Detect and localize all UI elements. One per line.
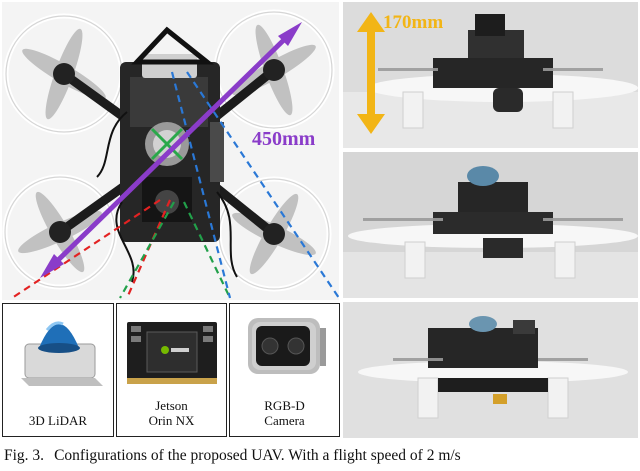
- sensor-label-camera: RGB-D Camera: [264, 398, 305, 428]
- sensor-label-jetson: Jetson Orin NX: [148, 398, 195, 428]
- drone-side-view-illustration-2: [343, 152, 638, 298]
- figure: 450mm 3D LiDAR Jetson Orin NX: [2, 2, 638, 438]
- lidar-icon: [21, 321, 103, 386]
- drone-side-view-photo-1: 170mm: [343, 2, 638, 148]
- height-dimension-label: 170mm: [383, 12, 444, 33]
- jetson-module-icon: [127, 322, 217, 384]
- sensor-box-jetson: Jetson Orin NX: [116, 303, 227, 437]
- rgbd-camera-icon: [248, 318, 326, 374]
- figure-caption: Fig. 3. Configurations of the proposed UA…: [4, 447, 640, 465]
- sensor-box-lidar: 3D LiDAR: [2, 303, 114, 437]
- drone-top-view-illustration: [2, 2, 339, 300]
- figure-caption-label: Fig. 3.: [4, 447, 45, 464]
- sensor-label-lidar: 3D LiDAR: [28, 413, 88, 428]
- drone-side-view-illustration-3: [343, 302, 638, 438]
- sensor-box-camera: RGB-D Camera: [229, 303, 340, 437]
- drone-side-view-photo-3: [343, 302, 638, 438]
- drone-side-view-photo-2: [343, 152, 638, 298]
- figure-caption-text: Configurations of the proposed UAV. With…: [54, 447, 461, 464]
- drone-top-view-photo: 450mm: [2, 2, 339, 300]
- wheelbase-dimension-label: 450mm: [252, 128, 316, 150]
- drone-side-view-illustration-1: [343, 2, 638, 148]
